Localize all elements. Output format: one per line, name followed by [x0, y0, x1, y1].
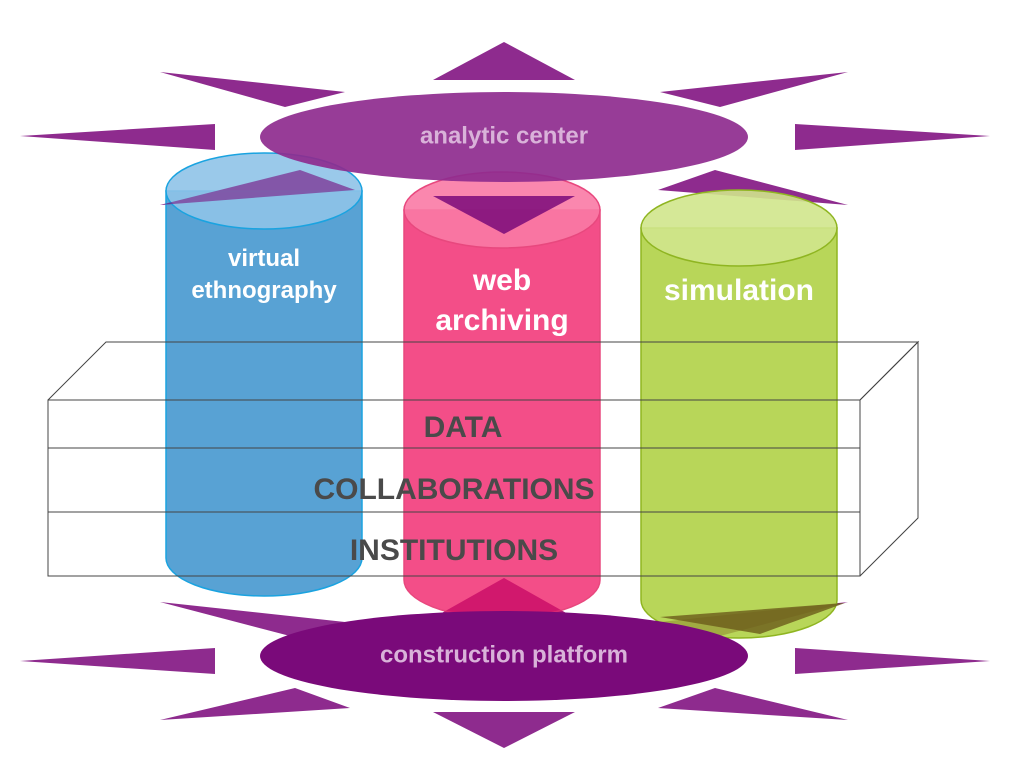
bottom-hub-ray-sse — [658, 688, 848, 720]
top-hub-ray-east — [795, 124, 990, 150]
bottom-hub-ray-east — [795, 648, 990, 674]
top-hub-ray-nne — [660, 72, 848, 107]
box-front-face — [47, 399, 861, 577]
pillar-top — [640, 189, 838, 267]
pillar-virtual-ethnography: virtual ethnography — [165, 152, 363, 597]
ray-over-web-archiving-bottom — [433, 578, 575, 618]
bottom-hub-ray-west — [20, 648, 215, 674]
pillar-body — [165, 190, 363, 597]
layer-labels: DATA COLLABORATIONS INSTITUTIONS — [313, 411, 594, 567]
pillar-label-line-1: web — [472, 264, 531, 297]
layer-label-collaborations: COLLABORATIONS — [313, 473, 594, 506]
hub-label: analytic center — [420, 122, 588, 149]
hub-ellipse — [260, 92, 748, 182]
pillar-label-line-1: virtual — [228, 245, 300, 272]
box-side-face — [859, 340, 919, 577]
top-hub-ray-nnw — [160, 72, 345, 107]
bottom-hub-ray-south — [433, 712, 575, 748]
top-hub-ray-sse — [658, 170, 848, 205]
hub-construction-platform: construction platform — [260, 611, 748, 701]
pillar-label-line-2: archiving — [435, 304, 568, 337]
bottom-hub-ray-nnw — [160, 602, 345, 636]
top-hub-ray-west — [20, 124, 215, 150]
layer-label-institutions: INSTITUTIONS — [350, 534, 558, 567]
top-hub-ray-north — [433, 42, 575, 80]
pillar-simulation: simulation — [640, 189, 838, 639]
hub-analytic-center: analytic center — [260, 92, 748, 182]
layer-label-data: DATA — [424, 411, 503, 444]
pillar-label-line-2: ethnography — [191, 277, 337, 304]
pillar-body — [640, 227, 838, 639]
ray-over-virtual-ethnography-top — [160, 170, 355, 205]
ray-over-simulation-bottom — [660, 603, 845, 634]
layer-box — [47, 340, 920, 577]
hub-ellipse — [260, 611, 748, 701]
hub-label: construction platform — [380, 641, 628, 668]
ray-over-web-archiving-top — [433, 196, 575, 234]
bottom-hub-ray-ssw — [160, 688, 350, 720]
overlay-rays — [160, 170, 845, 634]
pillar-label-line-1: simulation — [664, 274, 814, 307]
